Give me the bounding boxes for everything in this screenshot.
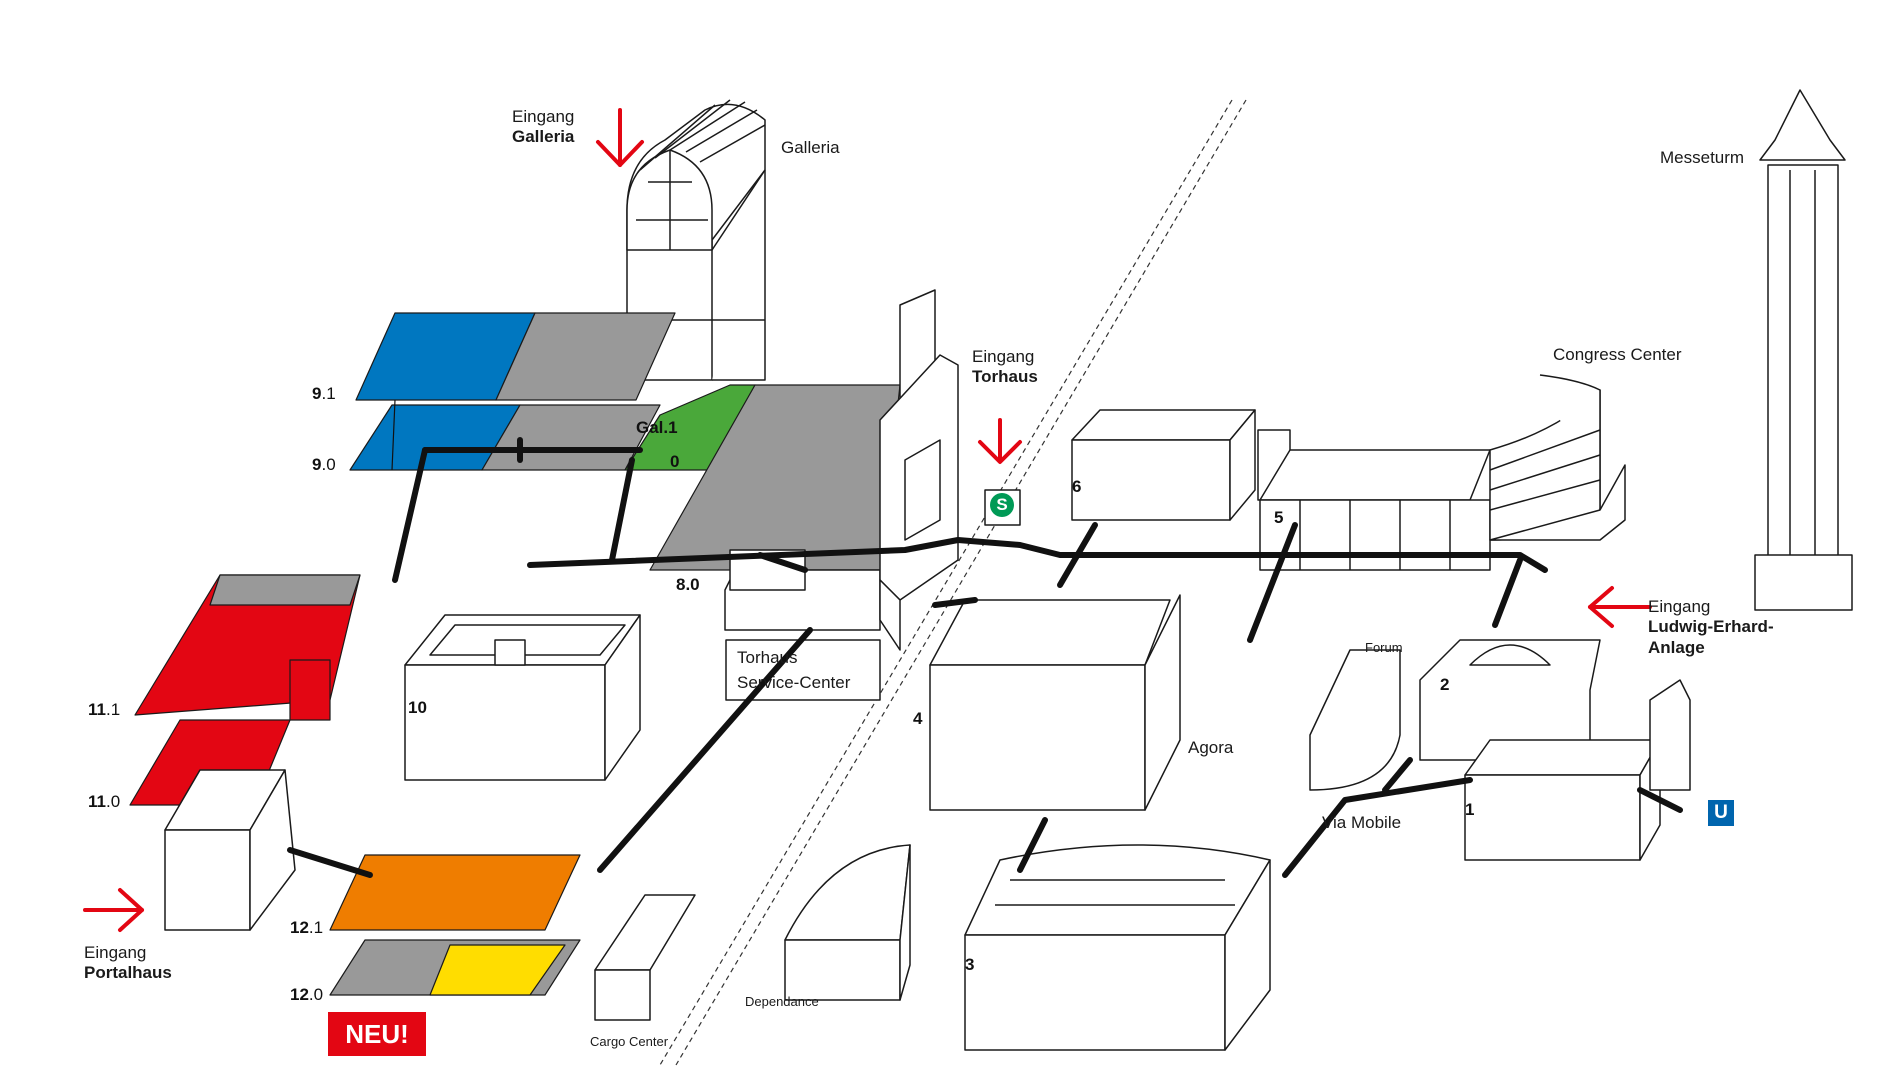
level-11-0-sub: .0	[105, 792, 121, 811]
galleria-label: Galleria	[781, 138, 840, 157]
forum-label: Forum	[1365, 640, 1403, 655]
hall-0-number: 0	[670, 452, 680, 471]
hall-1-number: 1	[1465, 800, 1475, 819]
entrance-ludwig-erhard-word: Eingang	[1648, 597, 1711, 616]
galleria-building[interactable]	[626, 99, 766, 381]
hall-2-number: 2	[1440, 675, 1450, 694]
level-9-0: 9.0	[312, 455, 336, 475]
level-11-0: 11.0	[88, 792, 120, 812]
entrance-ludwig-erhard[interactable]: Eingang Ludwig-Erhard- Anlage	[1648, 597, 1774, 658]
entrance-galleria[interactable]: Eingang Galleria	[512, 107, 574, 148]
hall-1[interactable]	[1464, 679, 1691, 861]
entrance-torhaus-name: Torhaus	[972, 367, 1038, 387]
u-bahn-icon: U	[1708, 800, 1734, 826]
level-9-1-sub: .1	[321, 384, 336, 403]
hall-10-number: 10	[408, 698, 427, 717]
messeturm-tower[interactable]	[1754, 89, 1853, 611]
hall-2[interactable]	[1419, 639, 1601, 761]
level-9-0-sub: .0	[321, 455, 336, 474]
torhaus-building[interactable]	[725, 289, 959, 701]
entrance-ludwig-erhard-name-2: Anlage	[1648, 637, 1705, 657]
hall-9-1[interactable]	[355, 312, 676, 401]
level-12-1-main: 12	[290, 918, 309, 937]
level-9-0-main: 9	[312, 455, 322, 474]
hall-6-number: 6	[1072, 477, 1082, 496]
hall-8[interactable]	[649, 384, 901, 631]
arrow-icon	[83, 108, 1652, 932]
level-12-0: 12.0	[290, 985, 323, 1005]
hall-10[interactable]	[404, 614, 641, 781]
hall-5-number: 5	[1274, 508, 1284, 527]
level-12-0-sub: .0	[308, 985, 324, 1004]
level-11-1: 11.1	[88, 700, 120, 720]
congress-center[interactable]	[1489, 374, 1626, 541]
entrance-portalhaus-word: Eingang	[84, 943, 147, 962]
portalhaus-building[interactable]	[164, 769, 296, 931]
congress-center-label: Congress Center	[1553, 345, 1682, 364]
hall-4-number: 4	[913, 709, 923, 728]
level-12-0-main: 12	[290, 985, 309, 1004]
torhaus-label-line2: Service-Center	[737, 673, 851, 692]
entrance-portalhaus[interactable]: Eingang Portalhaus	[84, 943, 172, 984]
entrance-torhaus[interactable]: Eingang Torhaus	[972, 347, 1038, 388]
galleria-1-number: Gal.1	[636, 418, 678, 437]
forum-building[interactable]	[1309, 649, 1401, 791]
hall-12-1[interactable]	[329, 854, 581, 931]
messeturm-label: Messeturm	[1660, 148, 1745, 167]
hall-6[interactable]	[1071, 409, 1291, 521]
via-mobile-label: Via Mobile	[1322, 813, 1402, 832]
entrance-galleria-name: Galleria	[512, 127, 575, 147]
level-12-1: 12.1	[290, 918, 323, 938]
level-11-0-main: 11	[88, 792, 106, 811]
hall-3[interactable]	[964, 844, 1271, 1051]
entrance-galleria-word: Eingang	[512, 107, 575, 126]
entrance-ludwig-erhard-name-1: Ludwig-Erhard-	[1648, 617, 1774, 637]
s-bahn-icon: S	[990, 493, 1014, 517]
hall-8-number: 8.0	[676, 575, 700, 594]
agora-label: Agora	[1188, 738, 1234, 757]
cargo-center-building[interactable]	[594, 894, 696, 1021]
level-11-1-sub: .1	[105, 700, 121, 719]
cargo-center-label: Cargo Center	[590, 1034, 669, 1049]
walkways	[287, 437, 1683, 878]
entrance-torhaus-word: Eingang	[972, 347, 1035, 366]
hall-4[interactable]	[929, 594, 1181, 811]
hall-12-0[interactable]	[329, 939, 581, 996]
level-9-1-main: 9	[312, 384, 322, 403]
dependance-label: Dependance	[745, 994, 819, 1009]
hall-9-0[interactable]	[349, 399, 661, 471]
new-badge: NEU!	[328, 1012, 426, 1056]
level-11-1-main: 11	[88, 700, 106, 719]
railway-line	[659, 99, 1247, 1066]
entrance-portalhaus-name: Portalhaus	[84, 963, 172, 983]
level-12-1-sub: .1	[308, 918, 324, 937]
dependance-building[interactable]	[784, 844, 911, 1001]
level-9-1: 9.1	[312, 384, 336, 404]
hall-11[interactable]	[129, 574, 361, 806]
torhaus-label-line1: Torhaus	[737, 648, 798, 667]
hall-3-number: 3	[965, 955, 975, 974]
